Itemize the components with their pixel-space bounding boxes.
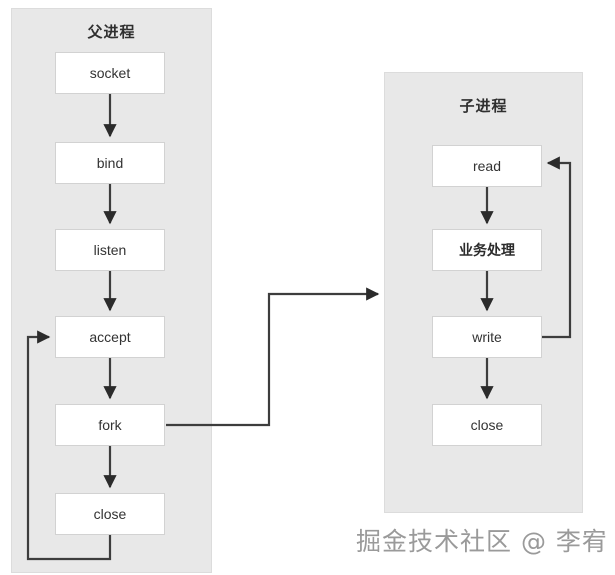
node-listen[interactable]: listen [55,229,165,271]
node-read[interactable]: read [432,145,542,187]
node-write[interactable]: write [432,316,542,358]
node-business-processing[interactable]: 业务处理 [432,229,542,271]
node-accept[interactable]: accept [55,316,165,358]
node-close-child[interactable]: close [432,404,542,446]
node-bind[interactable]: bind [55,142,165,184]
node-close-parent[interactable]: close [55,493,165,535]
node-socket[interactable]: socket [55,52,165,94]
node-fork[interactable]: fork [55,404,165,446]
panel-child-process: 子进程 [384,72,583,513]
panel-parent-title: 父进程 [87,23,136,41]
watermark-text: 掘金技术社区 @ 李宥 [356,527,608,556]
panel-child-title: 子进程 [459,97,508,115]
